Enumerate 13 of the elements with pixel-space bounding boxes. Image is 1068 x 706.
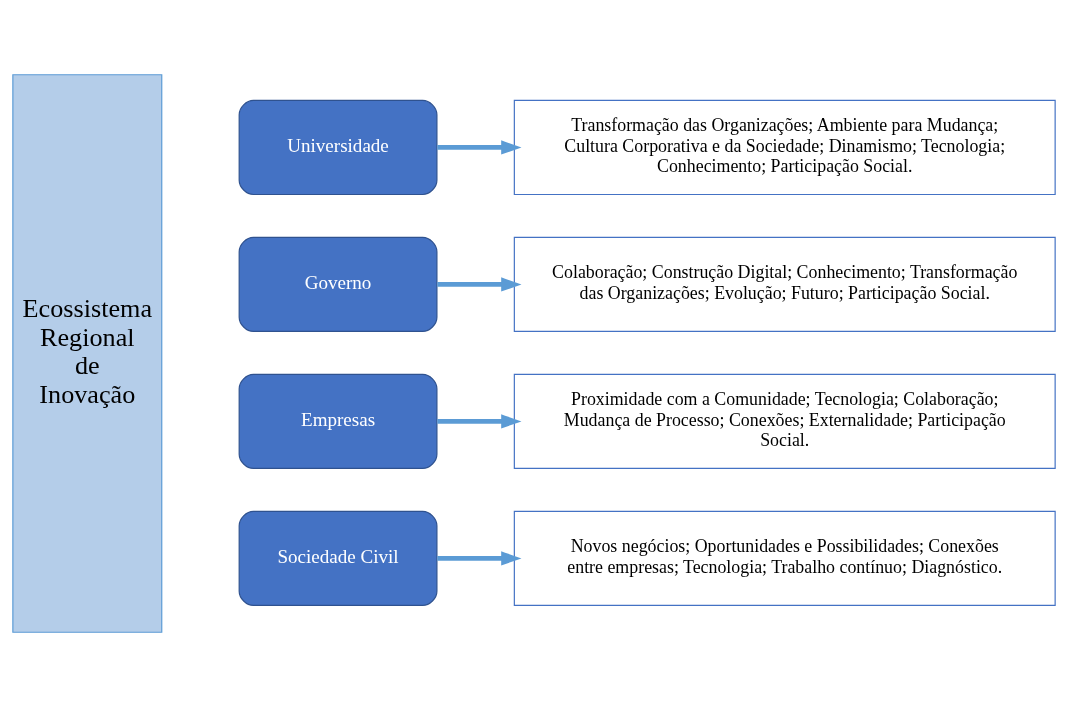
node-box: Empresas (238, 373, 438, 469)
node-box: Novos negócios; Oportunidades e Possibilidades; Conexões entre empresas; Tecnologia; Trabalho contínuo; Diagnóstico. (513, 510, 1056, 606)
arrow (437, 413, 522, 428)
node-box: Ecossistema Regional de Inovação (12, 73, 163, 633)
node-box: Transformação das Organizações; Ambiente para Mudança; Cultura Corporativa e da Sociedade; Dinamismo; Tecnologia; Conhecimento; Participação Social. (513, 99, 1056, 195)
node-box: Sociedade Civil (238, 510, 438, 606)
node-box: Proximidade com a Comunidade; Tecnologia; Colaboração; Mudança de Processo; Conexões; Externalidade; Participação Social. (513, 373, 1056, 469)
arrow (437, 550, 522, 565)
arrow (437, 276, 522, 291)
node-box: Universidade (238, 99, 438, 195)
node-box: Colaboração; Construção Digital; Conhecimento; Transformação das Organizações; Evolução; Futuro; Participação Social. (513, 236, 1056, 332)
arrow (437, 139, 522, 155)
node-box: Governo (238, 236, 438, 332)
